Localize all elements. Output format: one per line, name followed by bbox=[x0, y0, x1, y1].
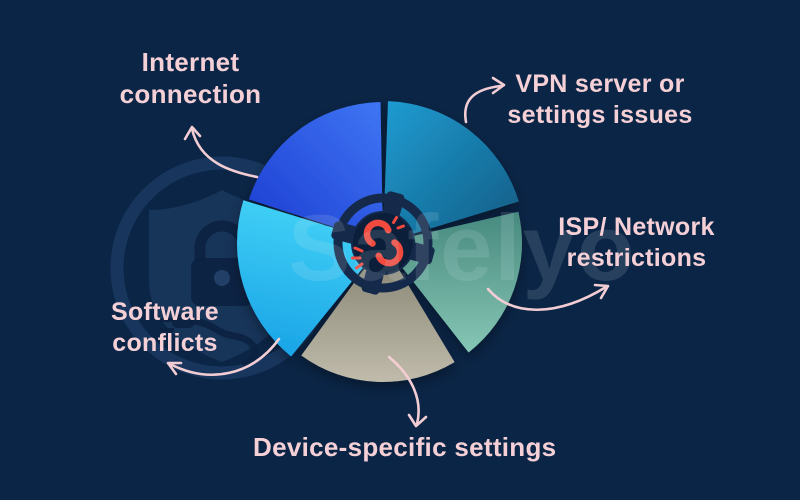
label-internet-connection: Internet connection bbox=[119, 47, 262, 109]
arrow-vpn-server bbox=[463, 76, 506, 124]
connector-arrows bbox=[166, 76, 610, 428]
arrow-isp-network bbox=[486, 283, 610, 312]
label-device-specific-settings: Device-specific settings bbox=[253, 432, 557, 462]
arrow-software-conflicts bbox=[166, 337, 281, 376]
wheel-segment-device-specific-settings bbox=[301, 243, 455, 382]
hub-ring bbox=[333, 193, 433, 293]
arrow-internet-connection bbox=[183, 125, 259, 179]
wheel-hub bbox=[331, 191, 435, 295]
label-software-conflicts: Software conflicts bbox=[111, 298, 219, 357]
hub-tabs bbox=[331, 191, 435, 295]
spark-lines bbox=[351, 216, 405, 270]
arrow-device-settings bbox=[387, 355, 428, 428]
broken-link-icon bbox=[351, 216, 405, 270]
label-isp-network-restrictions: ISP/ Network restrictions bbox=[558, 213, 715, 272]
label-vpn-server-settings: VPN server or settings issues bbox=[507, 70, 693, 129]
